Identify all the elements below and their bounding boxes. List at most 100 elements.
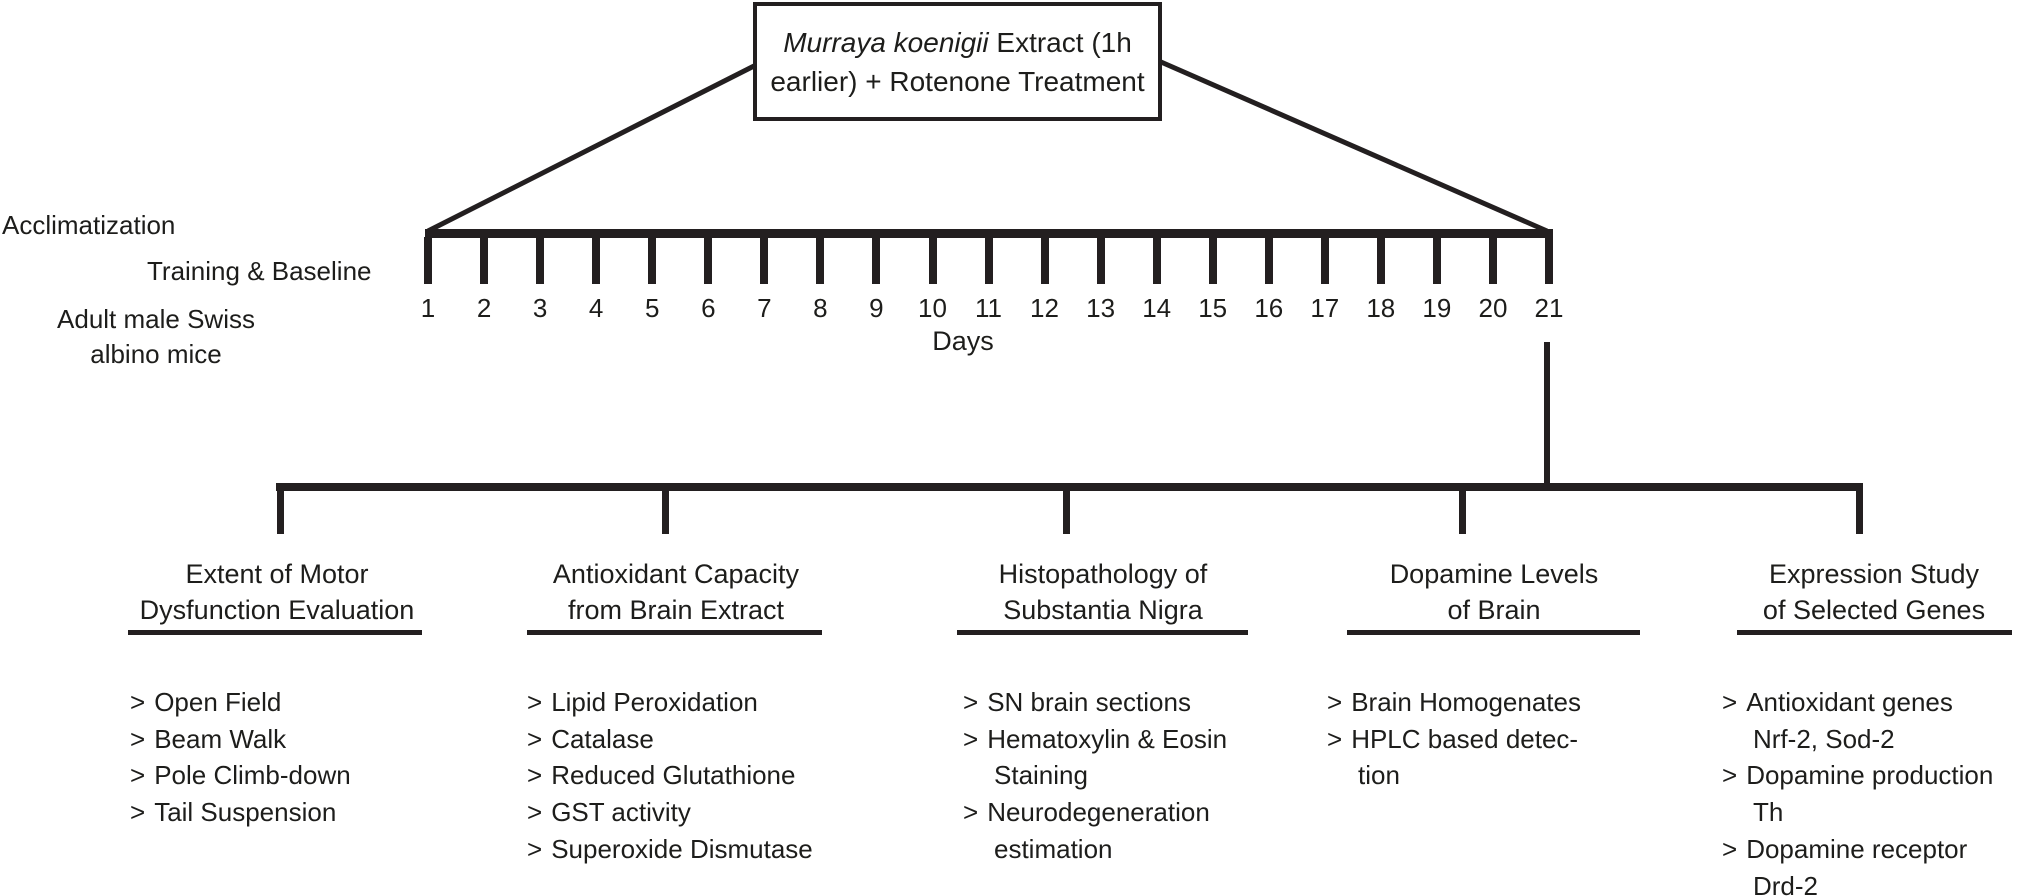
day-number-2: 2 xyxy=(476,293,492,323)
outcome-item-text: Tail Suspension xyxy=(154,797,337,828)
column-header-line: of Brain xyxy=(1447,595,1541,625)
outcome-item-continuation: tion xyxy=(1327,757,1581,794)
outcome-item-text: Th xyxy=(1753,797,1784,828)
day-number-1: 1 xyxy=(420,293,436,323)
bullet-chevron: > xyxy=(1722,833,1738,864)
timeline-tick-day-2 xyxy=(480,237,489,284)
treatment-line2: earlier) + Rotenone Treatment xyxy=(770,65,1145,97)
outcome-item: > Dopamine production xyxy=(1722,757,1993,794)
column-header-line: Histopathology of xyxy=(998,559,1208,589)
outcome-item-continuation: Nrf-2, Sod-2 xyxy=(1722,721,1993,758)
treatment-line1: Murraya koenigii Extract (1h xyxy=(783,27,1132,58)
day-number-21: 21 xyxy=(1534,293,1564,323)
outcome-item: > Dopamine receptor xyxy=(1722,831,1993,868)
bullet-chevron: > xyxy=(130,687,146,717)
outcome-item-text: Reduced Glutathione xyxy=(551,760,796,791)
day-number-6: 6 xyxy=(701,293,716,323)
outcome-item-continuation: estimation xyxy=(963,831,1227,868)
outcome-item-text: Drd-2 xyxy=(1753,870,1819,896)
outcome-item-text: Pole Climb-down xyxy=(154,760,351,791)
timeline-tick-day-16 xyxy=(1264,237,1273,284)
day-number-9: 9 xyxy=(869,293,884,323)
outcome-item: >Lipid Peroxidation xyxy=(527,684,813,721)
bullet-chevron: > xyxy=(963,687,979,717)
day-number-12: 12 xyxy=(1030,293,1059,323)
timeline-tick-day-1 xyxy=(424,237,432,284)
column-underline-motor-dysfunction xyxy=(128,630,422,635)
outcome-item-text: Antioxidant genes xyxy=(1746,687,1953,717)
day-number-18: 18 xyxy=(1366,293,1396,323)
outcome-item: > Reduced Glutathione xyxy=(527,757,813,794)
outcome-item: >Tail Suspension xyxy=(130,794,351,831)
timeline-tick-day-3 xyxy=(536,237,545,284)
bullet-chevron: > xyxy=(1722,760,1738,791)
bullet-chevron: > xyxy=(1327,687,1343,717)
outcome-item-text: Dopamine production xyxy=(1746,760,1994,791)
outcome-item: >Brain Homogenates xyxy=(1327,684,1581,721)
outcome-item-text: Nrf-2, Sod-2 xyxy=(1753,723,1895,754)
day21-drop-line xyxy=(1544,342,1550,491)
timeline-bar xyxy=(425,229,1553,238)
outcome-item-text: Open Field xyxy=(154,687,282,717)
bullet-chevron: > xyxy=(527,833,543,864)
mice-label-line2: albino mice xyxy=(90,339,222,369)
timeline-tick-day-6 xyxy=(704,237,713,284)
column-header-line: Dysfunction Evaluation xyxy=(139,595,415,625)
left-diagonal-line xyxy=(426,63,756,234)
column-header-histopathology: Histopathology of Substantia Nigra xyxy=(873,556,1333,628)
treatment-box-label: Murraya koenigii Extract (1h earlier) + … xyxy=(770,23,1144,101)
outcome-item: >Beam Walk xyxy=(130,721,351,758)
outcome-item: > Neurodegeneration xyxy=(963,794,1227,831)
right-diagonal-line xyxy=(1159,59,1549,234)
timeline-tick-day-20 xyxy=(1489,237,1497,284)
day-number-13: 13 xyxy=(1086,293,1116,323)
bullet-chevron: > xyxy=(527,687,543,717)
branch-bar xyxy=(276,483,1863,491)
outcome-item-text: SN brain sections xyxy=(987,687,1191,717)
outcome-item-text: Superoxide Dismutase xyxy=(551,833,813,864)
timeline-tick-day-8 xyxy=(816,237,825,284)
bullet-chevron: > xyxy=(963,723,979,754)
column-header-line: Extent of Motor xyxy=(185,559,369,589)
branch-descender-3 xyxy=(1062,491,1070,534)
treatment-line1-rest: Extract (1h xyxy=(996,26,1132,58)
bullet-chevron: > xyxy=(963,797,979,828)
outcome-item: > Pole Climb-down xyxy=(130,757,351,794)
outcome-item: >GST activity xyxy=(527,794,813,831)
timeline-tick-day-14 xyxy=(1152,237,1161,284)
day-number-7: 7 xyxy=(757,293,772,323)
bullet-chevron: > xyxy=(130,760,146,791)
outcome-item-text: Neurodegeneration xyxy=(987,797,1210,828)
bullet-chevron: > xyxy=(527,760,543,791)
timeline-tick-day-12 xyxy=(1040,237,1049,284)
column-header-line: Substantia Nigra xyxy=(1003,595,1203,625)
column-underline-dopamine-levels xyxy=(1347,630,1640,635)
column-underline-expression-study xyxy=(1737,630,2012,635)
timeline-tick-day-21 xyxy=(1545,237,1553,284)
outcome-item-text: HPLC based detec- xyxy=(1351,723,1579,754)
branch-descender-1 xyxy=(276,491,284,534)
outcome-item-continuation: Staining xyxy=(963,757,1227,794)
days-axis-label: Days xyxy=(932,326,994,356)
column-header-line: of Selected Genes xyxy=(1762,595,1986,625)
day-number-5: 5 xyxy=(644,293,660,323)
timeline-tick-day-11 xyxy=(984,237,993,284)
timeline-tick-day-5 xyxy=(648,237,657,284)
day-number-8: 8 xyxy=(813,293,828,323)
outcome-item-text: Dopamine receptor xyxy=(1746,833,1968,864)
outcome-item: > Hematoxylin & Eosin xyxy=(963,721,1227,758)
outcome-item-text: Beam Walk xyxy=(154,723,287,754)
column-list-antioxidant-capacity: >Lipid Peroxidation>Catalase>Reduced Glu… xyxy=(527,684,813,868)
timeline-tick-day-15 xyxy=(1208,237,1217,284)
day-number-20: 20 xyxy=(1478,293,1508,323)
column-header-line: Expression Study xyxy=(1768,559,1980,589)
timeline-tick-day-4 xyxy=(592,237,601,284)
timeline-tick-day-7 xyxy=(760,237,769,284)
outcome-item-text: Hematoxylin & Eosin xyxy=(987,723,1228,754)
